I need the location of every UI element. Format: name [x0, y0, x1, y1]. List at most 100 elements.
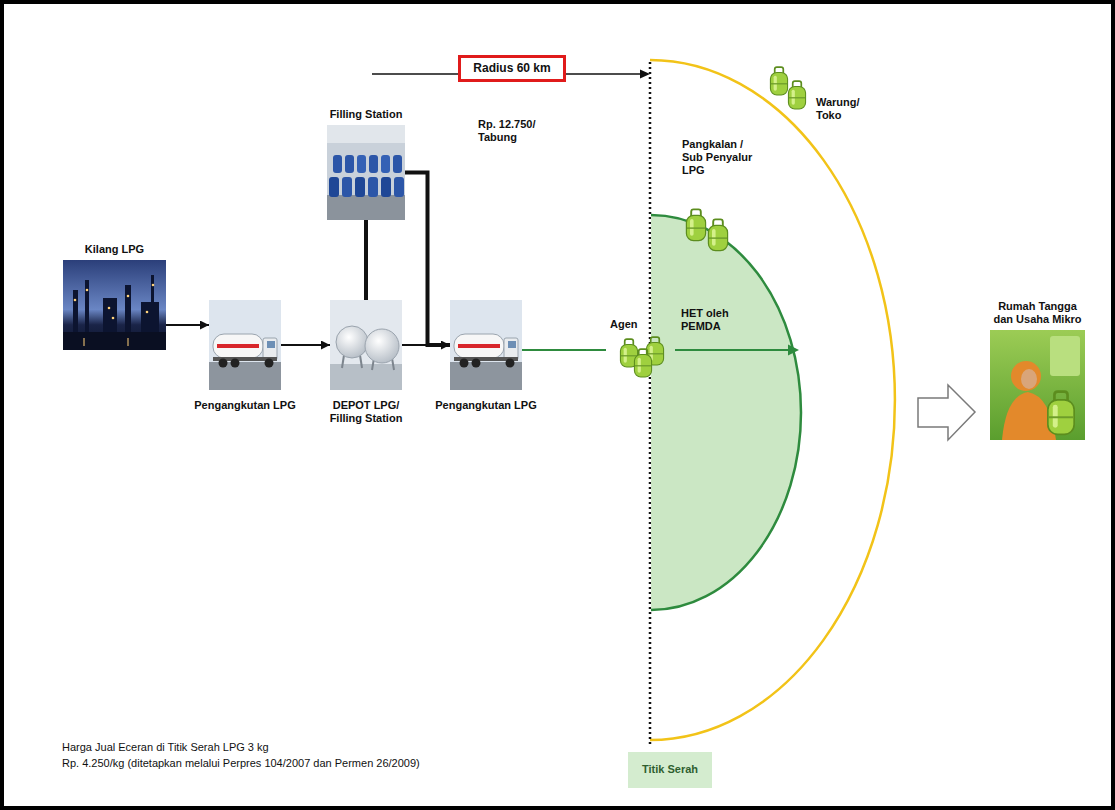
label-group: Titik Serah [642, 763, 698, 776]
distribution-arrowhead [788, 345, 799, 356]
handover-box: Titik Serah [628, 752, 712, 788]
footnote-text: Harga Jual Eceran di Titik Serah LPG 3 k… [62, 741, 269, 754]
svg-rect [327, 195, 405, 220]
refinery-node: Kilang LPG [63, 260, 166, 350]
het-region-outline [651, 215, 801, 610]
svg-rect [333, 155, 342, 173]
svg-use [1048, 392, 1074, 435]
svg-circle [108, 307, 111, 310]
truck-photo [450, 300, 522, 390]
label-group: HET oleh PEMDA [681, 307, 753, 333]
svg-ellipse [1021, 369, 1037, 389]
label-group: Radius 60 km [473, 61, 550, 75]
svg-rect [369, 155, 378, 173]
svg-circle [112, 317, 115, 320]
hollow-arrow [918, 385, 975, 440]
filling-station-node: Filling Station [327, 125, 405, 220]
svg-rect [327, 125, 405, 143]
svg-rect [381, 177, 391, 197]
radius-box: Radius 60 km [458, 55, 566, 82]
transport-node: Pengangkutan LPG [450, 300, 522, 390]
node-label: DEPOT LPG/ Filling Station [322, 399, 410, 425]
svg-rect [355, 177, 365, 197]
svg-rect [63, 260, 166, 350]
filling-station-photo [327, 125, 405, 220]
node-label: Warung/ Toko [816, 96, 874, 122]
lpg-cylinder [634, 349, 651, 377]
flow-connector [405, 173, 450, 346]
base-node: Pangkalan / Sub Penyalur LPG [680, 138, 762, 260]
label-group: Kilang LPG [85, 243, 144, 256]
depot-node: DEPOT LPG/ Filling Station [330, 300, 402, 390]
svg-circle [146, 311, 149, 314]
refinery-photo [63, 260, 166, 350]
depot-photo [330, 300, 402, 390]
het-region: HET oleh PEMDA [651, 215, 801, 610]
het-region-fill [651, 215, 801, 610]
household-node: Rumah Tangga dan Usaha Mikro [990, 330, 1085, 440]
node-label: Radius 60 km [473, 61, 550, 75]
svg-circle [152, 284, 155, 287]
label-group: Pangkalan / Sub Penyalur LPG [682, 138, 762, 178]
transport-node: Pengangkutan LPG [209, 300, 281, 390]
svg-rect [393, 155, 402, 173]
svg-circle [336, 326, 368, 358]
svg-rect [394, 177, 404, 197]
handover-dotted-line [649, 62, 652, 745]
svg-line [342, 355, 344, 368]
label-group: Filling Station [330, 108, 403, 121]
lpg-cylinder [686, 209, 705, 240]
svg-rect [103, 298, 117, 335]
svg-rect [330, 300, 402, 390]
node-label: HET oleh PEMDA [681, 307, 753, 333]
svg-rect [327, 125, 405, 220]
svg-rect [83, 338, 85, 346]
node-label: Rumah Tangga dan Usaha Mikro [991, 300, 1085, 326]
svg-circle [86, 289, 89, 292]
price-note: Rp. 12.750/ Tabung [478, 118, 550, 144]
flow-connector [281, 344, 330, 346]
svg-rect [73, 290, 78, 335]
flow-connector [522, 349, 606, 351]
svg-rect [151, 275, 154, 335]
svg-rect [127, 338, 129, 346]
svg-rect [141, 302, 159, 335]
svg-circle [127, 295, 130, 298]
svg-rect [1050, 336, 1080, 376]
label-group: Pengangkutan LPG [194, 399, 295, 412]
svg-rect [990, 330, 1085, 440]
distribution-arrow [675, 349, 789, 351]
flow-connector [364, 220, 368, 300]
flow-connector [166, 324, 209, 326]
label-group: Pengangkutan LPG [435, 399, 536, 412]
agent-node: Agen [606, 318, 672, 382]
lpg-cylinder [788, 81, 805, 109]
node-label: Pengangkutan LPG [435, 399, 536, 412]
node-label: Kilang LPG [85, 243, 144, 256]
footnote-text: Rp. 4.250/kg (ditetapkan melalui Perpres… [62, 757, 420, 770]
svg-rect [330, 364, 402, 390]
svg-rect [368, 177, 378, 197]
lpg-cylinder [708, 219, 727, 250]
svg-polygon [640, 70, 650, 79]
svg-circle [1011, 361, 1041, 391]
node-label: Pangkalan / Sub Penyalur LPG [682, 138, 762, 178]
node-label: Pengangkutan LPG [194, 399, 295, 412]
shop-node: Warung/ Toko [766, 62, 878, 132]
svg-rect [345, 155, 354, 173]
svg-rect [329, 177, 339, 197]
node-label: Agen [610, 318, 638, 331]
svg-rect [357, 155, 366, 173]
svg-rect [381, 155, 390, 173]
svg-rect [342, 177, 352, 197]
label-group: DEPOT LPG/ Filling Station [322, 399, 410, 425]
svg-circle [74, 299, 77, 302]
label-group: Rumah Tangga dan Usaha Mikro [991, 300, 1085, 326]
truck-photo [209, 300, 281, 390]
svg-rect [85, 280, 89, 335]
het-region-shape [651, 215, 801, 610]
